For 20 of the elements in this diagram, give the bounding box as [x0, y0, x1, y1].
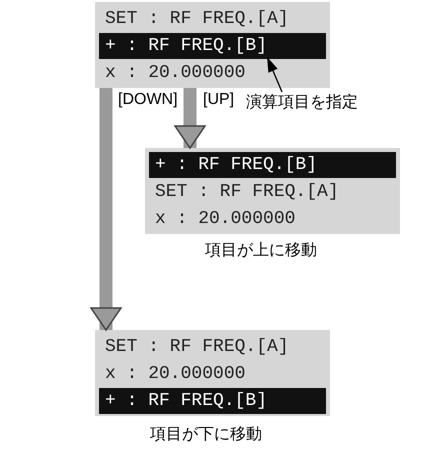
- display-row: SET : RF FREQ.[A]: [149, 179, 396, 205]
- display-row: + : RF FREQ.[B]: [149, 152, 396, 178]
- annotation-text: 演算項目を指定: [246, 92, 358, 113]
- node-label: 項目が下に移動: [150, 425, 262, 445]
- display-row: SET : RF FREQ.[A]: [99, 334, 326, 360]
- edge-label: [UP]: [203, 91, 234, 109]
- display-row: x : 20.000000: [99, 361, 326, 387]
- block-arrow: [90, 88, 122, 331]
- edge-label: [DOWN]: [118, 91, 178, 109]
- display-row: SET : RF FREQ.[A]: [99, 6, 326, 32]
- block-arrow: [174, 88, 206, 149]
- display-row: x : 20.000000: [149, 206, 396, 232]
- display-row: + : RF FREQ.[B]: [99, 388, 326, 414]
- display-panel: [145, 148, 400, 234]
- display-row: + : RF FREQ.[B]: [99, 33, 326, 59]
- display-panel: [95, 330, 330, 416]
- display-panel: [95, 2, 330, 88]
- leader-line: [267, 58, 283, 92]
- display-row: x : 20.000000: [99, 60, 326, 86]
- node-label: 項目が上に移動: [205, 240, 317, 261]
